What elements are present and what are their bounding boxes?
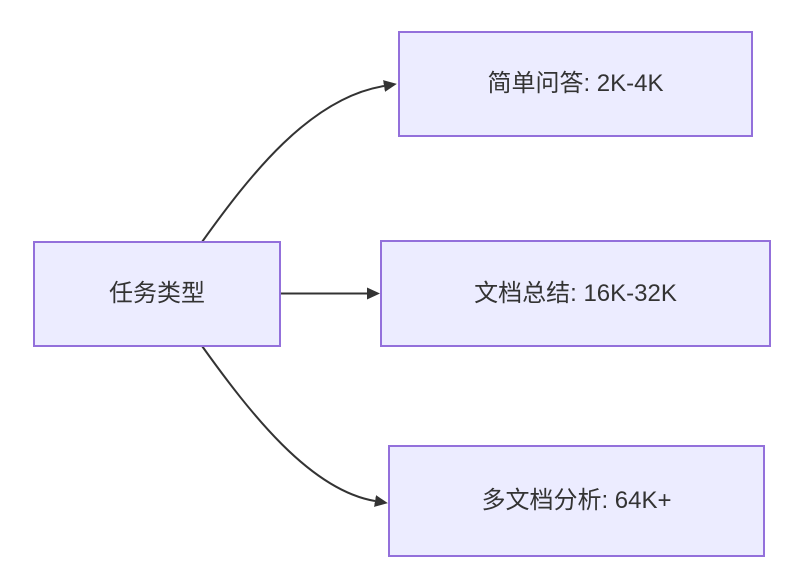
node-task-type: 任务类型 bbox=[33, 241, 281, 347]
edge-root-to-multi-doc bbox=[201, 345, 388, 507]
node-simple-qa-label: 简单问答: 2K-4K bbox=[487, 70, 664, 98]
node-simple-qa: 简单问答: 2K-4K bbox=[398, 31, 753, 137]
node-doc-summary-label: 文档总结: 16K-32K bbox=[474, 279, 677, 307]
edge-root-to-simple-qa bbox=[201, 80, 397, 243]
node-multi-doc-analysis-label: 多文档分析: 64K+ bbox=[481, 487, 672, 515]
node-multi-doc-analysis: 多文档分析: 64K+ bbox=[388, 445, 765, 557]
node-task-type-label: 任务类型 bbox=[109, 280, 205, 308]
node-doc-summary: 文档总结: 16K-32K bbox=[380, 240, 771, 347]
